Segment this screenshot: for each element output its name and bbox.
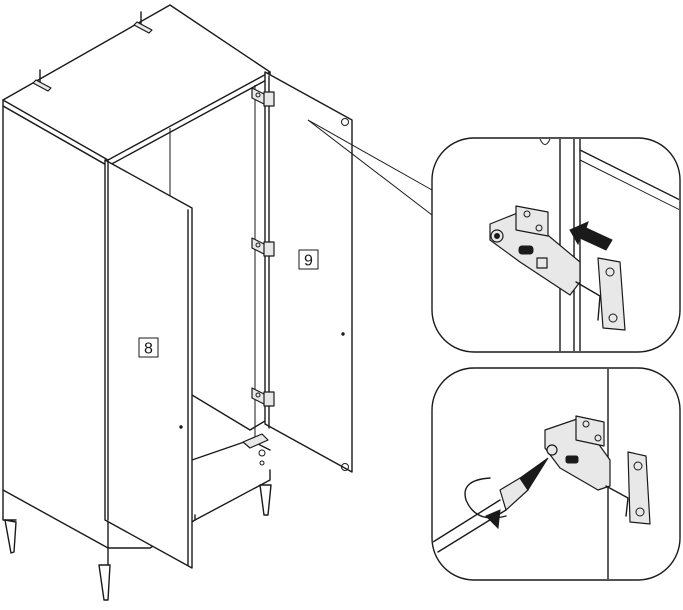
hinge-icon [251,87,275,107]
callout-leader [307,119,433,191]
corner-bracket-icon [133,11,153,34]
label-box-right-door: 9 [298,249,319,270]
right-door-label: 9 [304,253,313,270]
callout-leader [307,119,433,216]
corner-bracket-icon [32,69,52,92]
label-box-left-door: 8 [138,337,159,358]
wardrobe-left-side [2,105,109,549]
arrow-push-icon [569,221,613,251]
leg-front-left [4,519,17,554]
left-door-label: 8 [144,341,153,358]
screwdriver-icon [433,457,549,553]
hinge-icon [489,205,626,331]
detail-view-hinge-clip [431,137,681,353]
hinge-icon [251,387,275,407]
leg-front-right [98,564,111,601]
left-door [104,159,193,569]
detail-view-hinge-screw [431,367,681,581]
hinge-icon [251,237,275,257]
wardrobe: 8 9 [2,4,433,601]
drawer-runner [242,433,269,449]
hinge-icon [544,415,651,525]
rotation-arrow-icon [464,477,507,530]
right-door [264,71,353,473]
leg-back-right [259,484,272,516]
